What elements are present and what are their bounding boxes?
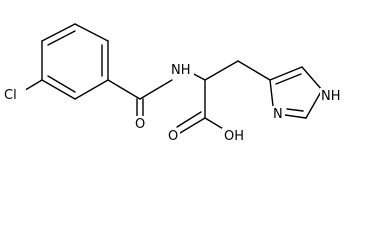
atom-label-oh: OH bbox=[224, 129, 244, 144]
bond-ring-c6-c1 bbox=[74, 23, 109, 42]
bond-ring-inner-2 bbox=[47, 75, 76, 93]
atom-label-o-carbonyl: O bbox=[135, 117, 145, 132]
bond-imid-n3-c4 bbox=[269, 79, 274, 107]
bond-imid-c2-n3-1 bbox=[284, 114, 307, 119]
bond-ch2-imidazole bbox=[237, 60, 271, 81]
bond-ring-inner-1 bbox=[47, 30, 76, 46]
atom-label-nh-ring: NH bbox=[321, 89, 341, 104]
atom-label-n-ring: N bbox=[273, 107, 283, 122]
atom-label-o-acid: O bbox=[168, 129, 178, 144]
atom-label-nh-amide: NH bbox=[171, 63, 191, 78]
bond-alpha-ch2 bbox=[204, 60, 239, 81]
bond-imid-c5-n1 bbox=[301, 66, 323, 91]
bond-ring-c3-c4 bbox=[41, 79, 76, 100]
molecule-canvas: Cl NH O O OH NH N bbox=[2, 23, 344, 144]
bond-ring-carbonyl bbox=[107, 79, 141, 100]
bond-imid-c2-n3-2 bbox=[286, 108, 304, 112]
bond-ring-c4-c5 bbox=[74, 79, 109, 100]
bond-imid-c4-c5 bbox=[269, 66, 303, 81]
bond-carboxyl-oh bbox=[204, 117, 226, 131]
bond-imid-n1-c2 bbox=[305, 89, 323, 119]
bond-carboxyl-o-1 bbox=[179, 117, 206, 134]
bond-imid-c5-c4-inner bbox=[275, 73, 302, 85]
bonds bbox=[21, 23, 323, 134]
bond-carboxyl-o-2 bbox=[176, 111, 202, 128]
bond-carbonyl-nh bbox=[139, 79, 173, 100]
bond-ring-c1-c2 bbox=[41, 23, 76, 42]
atom-labels: Cl NH O O OH NH N bbox=[2, 62, 344, 144]
atom-label-cl: Cl bbox=[4, 88, 17, 103]
chemical-structure-diagram: Cl NH O O OH NH N bbox=[2, 23, 344, 144]
